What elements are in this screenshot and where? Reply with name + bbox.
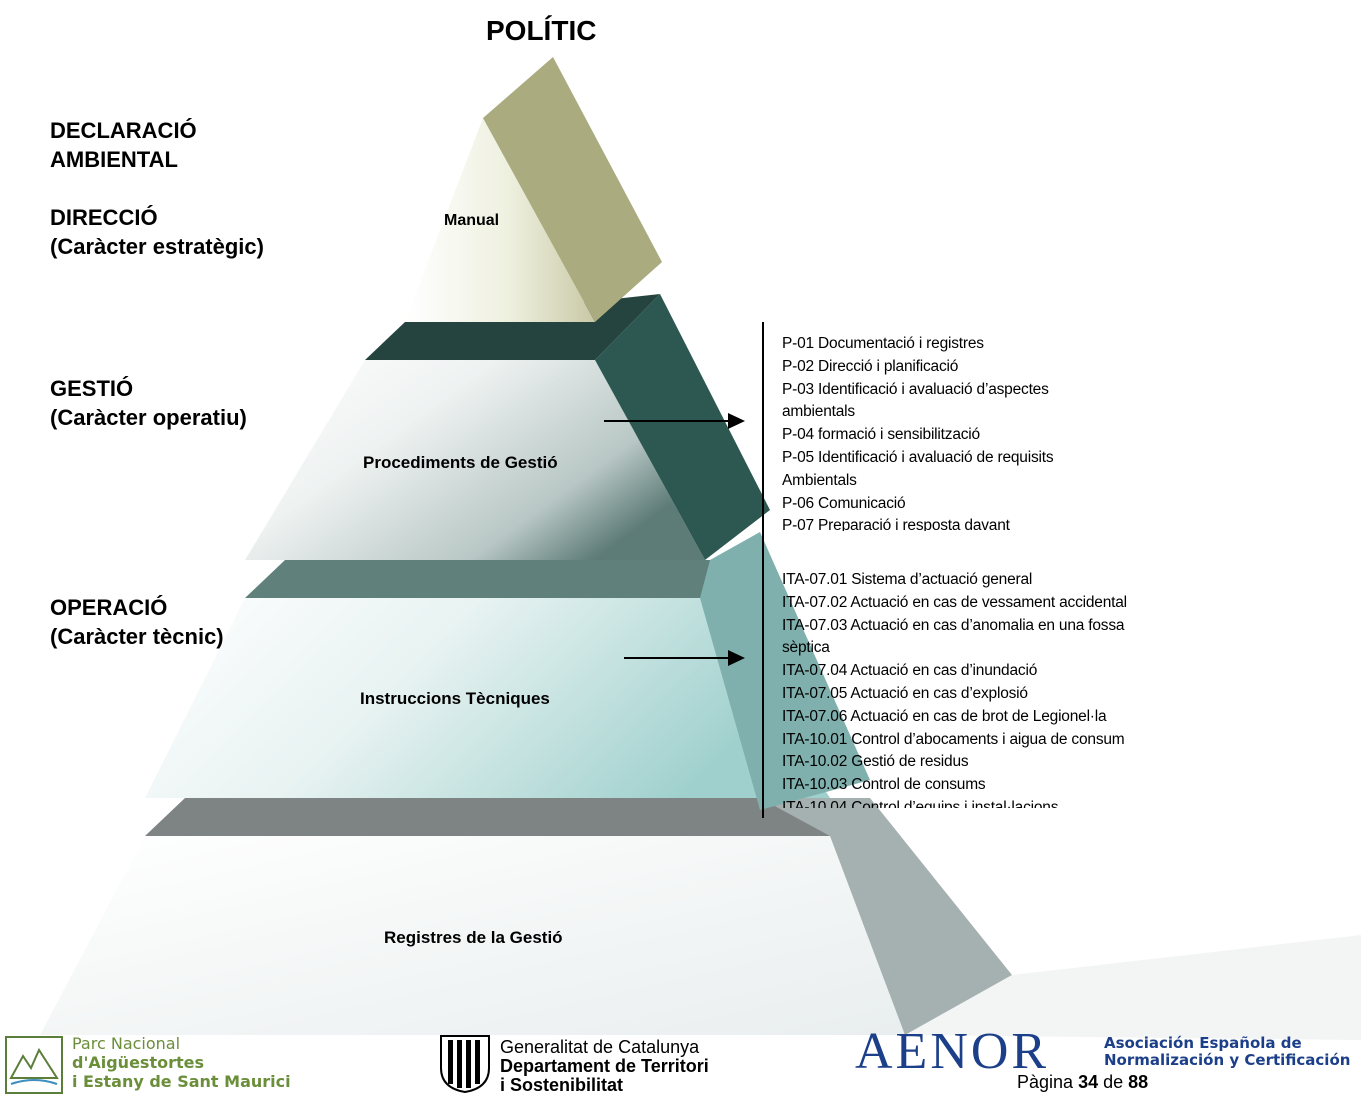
list-item: ITA-07.02 Actuació en cas de vessament a… xyxy=(782,593,1127,611)
registres-tier-band xyxy=(145,798,870,836)
list-item: P-07 Preparació i resposta davant xyxy=(782,517,1010,531)
label-gestio: GESTIÓ (Caràcter operatiu) xyxy=(50,376,247,430)
list-item: ITA-10.03 Control de consums xyxy=(782,776,986,794)
list-item: ITA-07.06 Actuació en cas de brot de Leg… xyxy=(782,707,1107,725)
instructions-list: ITA-07.01 Sistema d’actuació general ITA… xyxy=(782,569,1182,808)
tier-label-procediments: Procediments de Gestió xyxy=(363,453,558,472)
page-title: POLÍTIC xyxy=(486,15,597,46)
tier-label-registres: Registres de la Gestió xyxy=(384,928,563,947)
tier-label-instruccions: Instruccions Tècniques xyxy=(360,689,550,708)
instruccions-tier-face xyxy=(145,598,830,798)
list-item: ITA-10.02 Gestió de residus xyxy=(782,753,969,771)
manual-tier-side xyxy=(483,57,662,322)
instructions-arrowhead xyxy=(728,650,745,666)
generalitat-text: Generalitat de Catalunya Departament de … xyxy=(500,1037,709,1095)
instruccions-tier-band xyxy=(245,560,760,598)
parc-nacional-logo xyxy=(5,1036,63,1094)
page-number: Pàgina 34 de 88 xyxy=(1017,1072,1149,1092)
list-item: P-06 Comunicació xyxy=(782,494,906,512)
procedures-list: P-01 Documentació i registres P-02 Direc… xyxy=(782,333,1112,531)
generalitat-logo xyxy=(440,1035,490,1094)
list-item: ITA-07.04 Actuació en cas d’inundació xyxy=(782,662,1038,680)
list-item: P-05 Identificació i avaluació de requis… xyxy=(782,448,1054,466)
list-item: ambientals xyxy=(782,403,855,421)
aenor-logo: AENOR xyxy=(855,1023,1050,1080)
list-item: P-03 Identificació i avaluació d’aspecte… xyxy=(782,380,1049,398)
list-item: ITA-10.01 Control d’abocaments i aigua d… xyxy=(782,730,1125,748)
list-item: Ambientals xyxy=(782,471,857,489)
label-declaracio: DECLARACIÓ AMBIENTAL xyxy=(50,118,197,172)
aenor-text: Asociación Española de Normalización y C… xyxy=(1104,1034,1351,1069)
tier-label-manual: Manual xyxy=(444,212,500,229)
list-item: sèptica xyxy=(782,639,830,657)
registres-tier-side-light xyxy=(905,935,1361,1040)
registres-tier-face xyxy=(40,836,905,1035)
list-item: P-01 Documentació i registres xyxy=(782,335,984,352)
label-operacio: OPERACIÓ (Caràcter tècnic) xyxy=(50,595,224,649)
procediments-tier-face xyxy=(245,360,705,560)
instruccions-tier-side xyxy=(700,532,870,810)
list-item: ITA-07.01 Sistema d’actuació general xyxy=(782,571,1033,588)
procediments-tier-side xyxy=(595,294,770,560)
label-direccio: DIRECCIÓ (Caràcter estratègic) xyxy=(50,205,264,259)
parc-nacional-text: Parc Nacional d'Aigüestortes i Estany de… xyxy=(72,1034,291,1091)
list-item: ITA-07.05 Actuació en cas d’explosió xyxy=(782,684,1028,702)
manual-tier-face xyxy=(405,118,595,322)
list-item: P-04 formació i sensibilització xyxy=(782,426,980,444)
list-item: ITA-10.04 Control d’equips i instal·laci… xyxy=(782,798,1059,808)
procedures-arrowhead xyxy=(728,413,745,429)
list-item: ITA-07.03 Actuació en cas d’anomalia en … xyxy=(782,616,1125,634)
list-item: P-02 Direcció i planificació xyxy=(782,357,959,375)
registres-tier-side xyxy=(760,798,1012,1035)
